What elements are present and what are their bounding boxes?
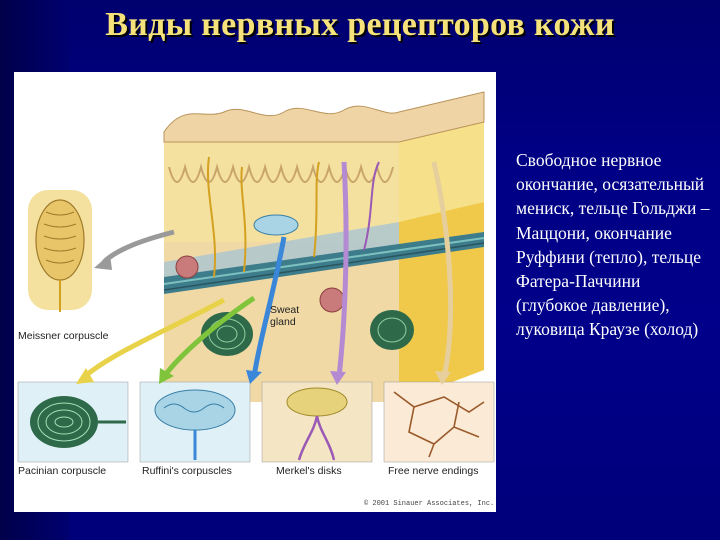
- copyright-notice: © 2001 Sinauer Associates, Inc.: [364, 500, 495, 508]
- pacinian-in-skin-2: [370, 310, 414, 350]
- slide-title: Виды нервных рецепторов кожи: [105, 6, 615, 43]
- ruffini-corpuscle: [154, 389, 236, 431]
- label-sweat-2: gland: [270, 316, 296, 328]
- label-merkel: Merkel's disks: [276, 465, 342, 477]
- pacinian-corpuscle: [30, 396, 98, 448]
- skin-receptors-figure: Meissner corpuscle Sweat gland Pacinian …: [14, 72, 496, 512]
- papillae-line: [168, 163, 394, 183]
- label-sweat-1: Sweat: [270, 304, 300, 316]
- free-nerve-endings: [393, 391, 485, 458]
- skin-illustration: [17, 76, 495, 463]
- arrow-ruffini: [161, 295, 256, 379]
- arrow-ruffini-2: [251, 236, 287, 378]
- sweat-gland-mid: [319, 287, 345, 313]
- merkel-disks: [286, 387, 348, 417]
- arrow-meissner: [102, 229, 175, 264]
- free-endings-inset: [383, 381, 495, 463]
- label-ruffini: Ruffini's corpuscles: [142, 465, 232, 477]
- skin-surface: [163, 91, 485, 143]
- sweat-gland-left: [175, 255, 199, 279]
- arrow-free-endings: [431, 161, 454, 378]
- receptor-description: Свободное нервное окончание, осязательны…: [516, 150, 710, 340]
- label-pacinian: Pacinian corpuscle: [18, 465, 107, 477]
- label-free-endings: Free nerve endings: [388, 465, 479, 477]
- arrow-merkel: [336, 161, 349, 378]
- ruffini-in-skin: [253, 214, 299, 236]
- label-meissner: Meissner corpuscle: [18, 330, 109, 342]
- arrow-pacinian: [82, 297, 226, 379]
- meissner-corpuscle: [35, 199, 85, 281]
